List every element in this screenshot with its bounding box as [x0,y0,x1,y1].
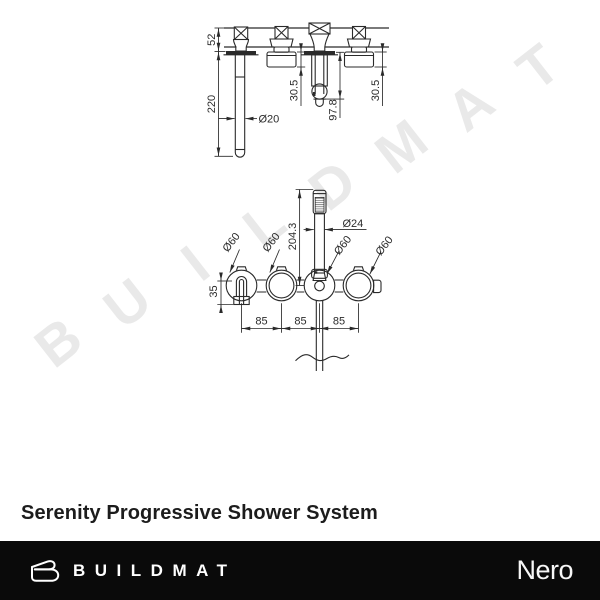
dim-label-2043: 204.3 [287,223,299,251]
bottom-view-front-elevation: 35 204.3 Ø24 Ø60 Ø60 [208,189,396,371]
dim-dia24: Ø24 [303,218,367,232]
dim-label-dia24: Ø24 [343,218,364,230]
hand-shower-hose [295,300,350,371]
dim-35: 35 [208,272,234,314]
dim-305-left: 30.5 [289,43,306,106]
dia60-label-2: Ø60 [261,231,283,255]
dim-label-220: 220 [206,95,218,113]
dim-305-right: 30.5 [370,43,387,106]
dim-label-dia20: Ø20 [259,113,280,125]
left-handle-rough-in [266,25,297,68]
right-handle-escutcheon [342,266,382,302]
hand-shower [312,189,327,282]
dim-2043: 204.3 [287,189,314,286]
dia60-label-1: Ø60 [221,231,243,255]
buildmat-logo: BUILDMAT [27,556,237,586]
dim-label-85-3: 85 [333,316,345,328]
grip-texture [314,196,325,213]
nero-logo: Nero [516,555,573,585]
dim-label-85-1: 85 [255,316,267,328]
left-handle-escutcheon [265,266,298,302]
dim-dia20: Ø20 [218,113,280,125]
dim-label-85-2: 85 [294,316,306,328]
dim-85-chain: 85 85 85 [241,303,359,333]
break-line [295,354,350,362]
spout-rough-in [223,26,259,158]
dim-label-52: 52 [206,34,218,46]
product-title: Serenity Progressive Shower System [21,502,378,524]
footer-bar: BUILDMAT Nero [0,541,600,600]
dim-label-978: 97.8 [327,99,339,120]
dia60-label-3: Ø60 [332,234,354,258]
diverter-escutcheon [303,269,336,302]
right-handle-rough-in [343,25,375,68]
dia60-label-4: Ø60 [374,234,396,258]
dim-dia60-labels: Ø60 Ø60 Ø60 Ø60 [221,231,396,275]
diverter-rough-in [301,22,338,107]
dim-52: 52 [206,27,226,52]
dim-label-305-right: 30.5 [370,80,382,101]
handshower-bracket [311,268,328,279]
top-view-side-elevation: 52 220 Ø20 30. [206,22,389,158]
dim-978: 97.8 [325,51,345,121]
spout-escutcheon [225,266,258,306]
dim-label-35: 35 [208,285,220,297]
buildmat-b-icon [31,559,60,582]
dim-label-305-left: 30.5 [289,80,301,101]
technical-drawing: 52 220 Ø20 30. [206,22,396,371]
dim-220: 220 [206,51,233,157]
buildmat-wordmark: BUILDMAT [73,560,237,580]
